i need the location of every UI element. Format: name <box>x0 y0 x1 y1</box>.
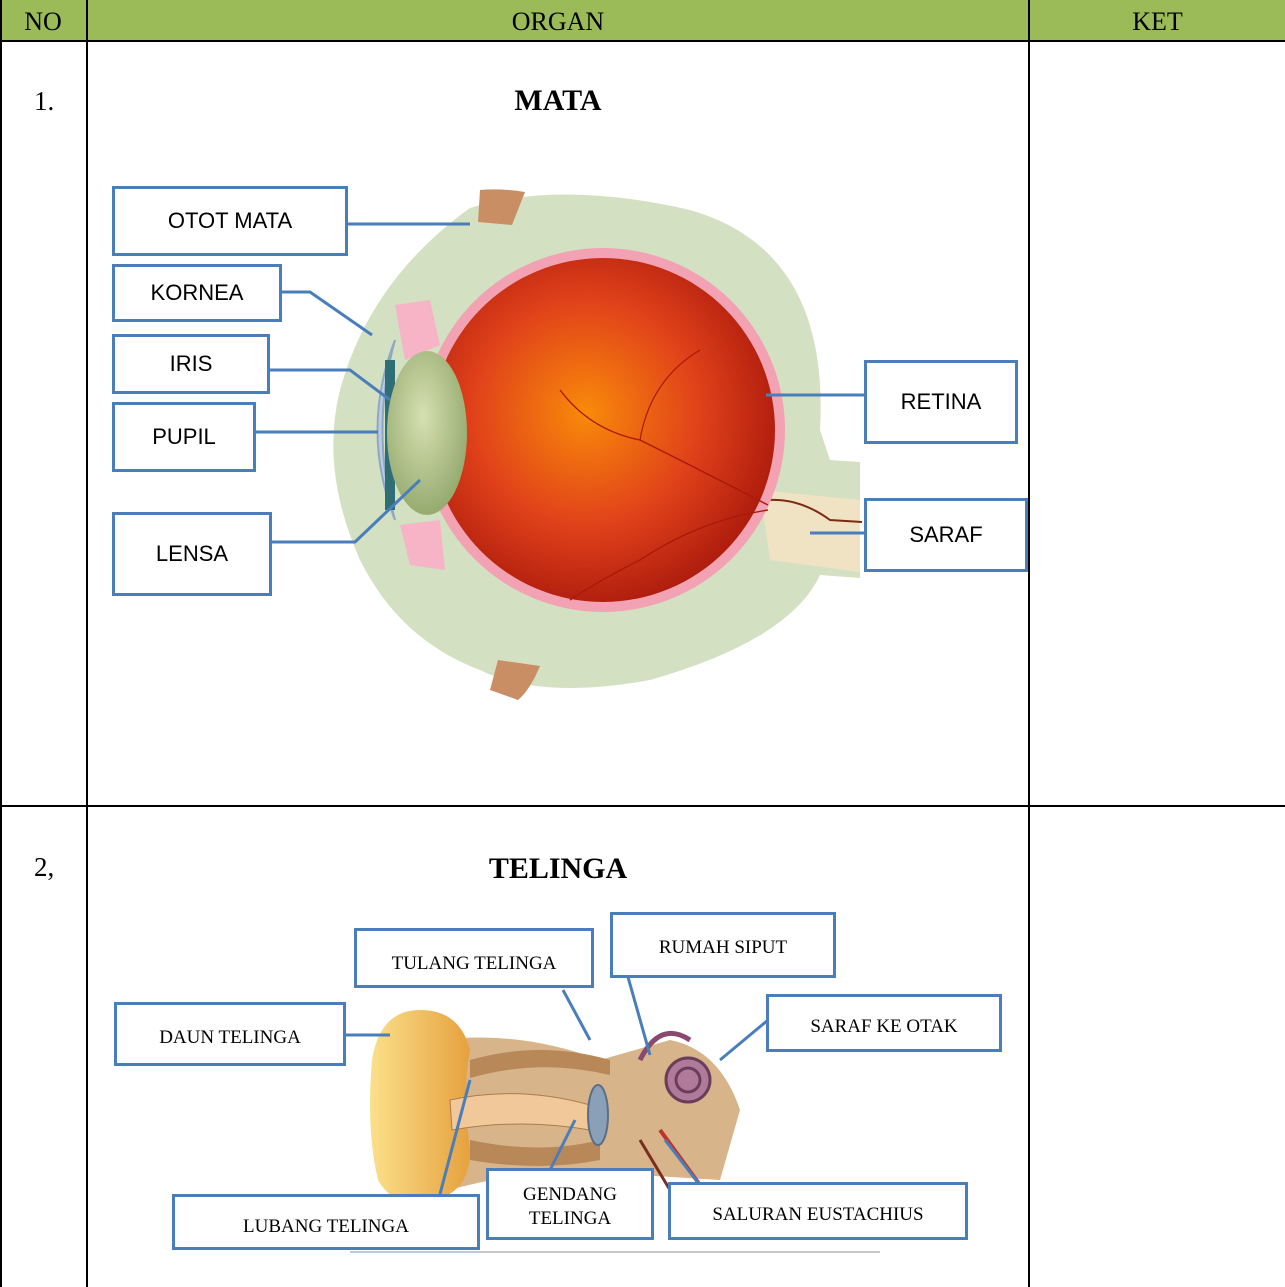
label-tulang-telinga: TULANG TELINGA <box>354 928 594 988</box>
label-saraf-ke-otak: SARAF KE OTAK <box>766 994 1002 1052</box>
label-saluran-eustachius: SALURAN EUSTACHIUS <box>668 1182 968 1240</box>
label-lubang-telinga: LUBANG TELINGA <box>172 1194 480 1250</box>
leader-rumah-siput <box>626 970 650 1055</box>
leader-saraf-ke-otak <box>720 1020 768 1060</box>
label-gendang-telinga-line2: TELINGA <box>489 1207 651 1231</box>
cochlea-shape <box>666 1058 710 1102</box>
label-gendang-telinga-line1: GENDANG <box>489 1183 651 1207</box>
leader-tulang-telinga <box>563 990 590 1040</box>
label-daun-telinga: DAUN TELINGA <box>114 1002 346 1066</box>
label-gendang-telinga: GENDANG TELINGA <box>486 1168 654 1240</box>
label-rumah-siput: RUMAH SIPUT <box>610 912 836 978</box>
eardrum-shape <box>588 1085 608 1145</box>
